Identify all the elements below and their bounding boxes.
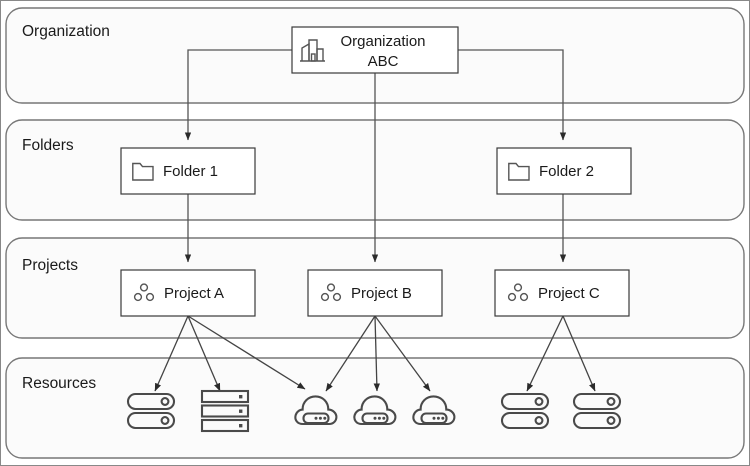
folder-icon xyxy=(508,162,530,181)
band-resources-label: Resources xyxy=(22,375,96,392)
project-dots-icon xyxy=(133,283,155,302)
resource-4[interactable] xyxy=(353,395,397,426)
node-project-b[interactable]: Project B xyxy=(307,269,443,317)
server-stack-rounded-icon xyxy=(572,392,622,430)
band-resources: Resources xyxy=(5,357,745,459)
server-stack-rounded-icon xyxy=(126,392,176,430)
node-project-a[interactable]: Project A xyxy=(120,269,256,317)
node-folder-1-label: Folder 1 xyxy=(163,163,218,180)
cloud-server-icon xyxy=(294,395,338,426)
connector-projectb-to-resource3 xyxy=(325,315,376,392)
node-project-b-label: Project B xyxy=(351,285,412,302)
connector-projectb-to-resource5 xyxy=(374,315,431,392)
node-organization-abc[interactable]: Organization ABC xyxy=(291,26,459,74)
band-projects-label: Projects xyxy=(22,257,78,274)
connector-projecta-to-resource2 xyxy=(187,315,221,392)
node-project-a-label: Project A xyxy=(164,285,224,302)
connector-projecta-to-resource1 xyxy=(154,315,189,392)
resource-1[interactable] xyxy=(126,392,176,430)
band-folders-label: Folders xyxy=(22,137,74,154)
office-building-icon xyxy=(300,39,325,62)
project-dots-icon xyxy=(507,283,529,302)
server-rack-icon xyxy=(200,389,250,433)
resource-2[interactable] xyxy=(200,389,250,433)
node-organization-abc-rect[interactable] xyxy=(291,26,459,74)
server-stack-rounded-icon xyxy=(500,392,550,430)
band-resources-rect xyxy=(5,357,745,459)
project-dots-icon xyxy=(320,283,342,302)
cloud-server-icon xyxy=(353,395,397,426)
node-folder-2-label: Folder 2 xyxy=(539,163,594,180)
cloud-server-icon xyxy=(412,395,456,426)
node-folder-1[interactable]: Folder 1 xyxy=(120,147,256,195)
resource-3[interactable] xyxy=(294,395,338,426)
node-project-b-rect[interactable] xyxy=(307,269,443,317)
node-project-c[interactable]: Project C xyxy=(494,269,630,317)
resource-6[interactable] xyxy=(500,392,550,430)
connector-projecta-to-resource3 xyxy=(187,315,306,390)
node-folder-2[interactable]: Folder 2 xyxy=(496,147,632,195)
resource-5[interactable] xyxy=(412,395,456,426)
connector-projectb-to-resource4 xyxy=(373,315,380,392)
node-project-c-label: Project C xyxy=(538,285,600,302)
node-organization-abc-label-line1: Organization xyxy=(340,33,425,50)
connector-projectc-to-resource6 xyxy=(526,315,564,392)
resource-7[interactable] xyxy=(572,392,622,430)
node-folder-2-rect[interactable] xyxy=(496,147,632,195)
node-organization-abc-label-line2: ABC xyxy=(368,53,399,70)
connector-org-to-folder2 xyxy=(458,49,567,141)
connector-org-to-folder1 xyxy=(184,49,292,141)
node-folder-1-rect[interactable] xyxy=(120,147,256,195)
band-organization-label: Organization xyxy=(22,23,110,40)
node-project-a-rect[interactable] xyxy=(120,269,256,317)
node-project-c-rect[interactable] xyxy=(494,269,630,317)
folder-icon xyxy=(132,162,154,181)
connector-projectc-to-resource7 xyxy=(562,315,596,392)
